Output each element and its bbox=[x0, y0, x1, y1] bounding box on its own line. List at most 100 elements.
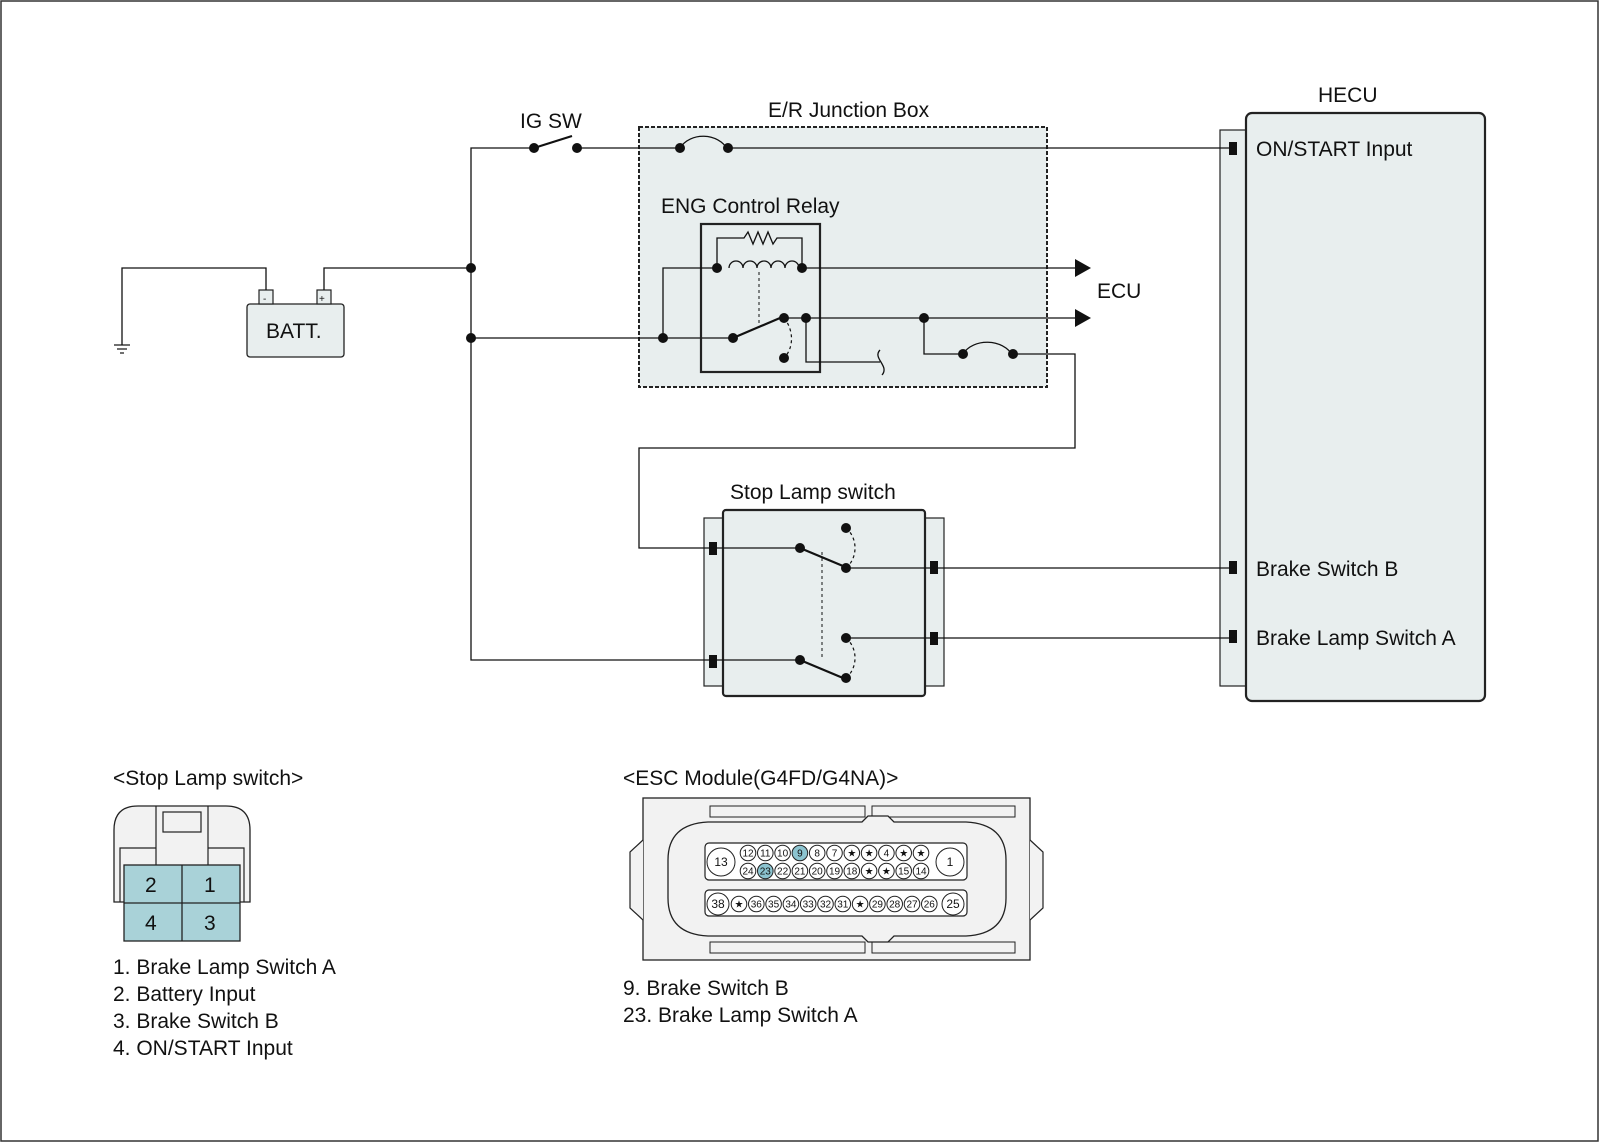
esc-pin-label: 1 bbox=[947, 855, 954, 869]
esc-pin-cavity bbox=[843, 844, 861, 862]
esc-connector-title: <ESC Module(G4FD/G4NA)> bbox=[623, 767, 898, 790]
esc-pin-cavity bbox=[935, 847, 965, 877]
esc-pin-label: 24 bbox=[742, 867, 754, 878]
esc-pin-cavity bbox=[757, 844, 774, 862]
esc-pin-cavity bbox=[826, 844, 843, 862]
esc-pin-label: 29 bbox=[872, 900, 884, 911]
esc-pin-label: 31 bbox=[837, 900, 849, 911]
esc-pin-cavity bbox=[730, 895, 748, 913]
esc-pin-cavity bbox=[808, 844, 826, 862]
esc-pin-label: ★ bbox=[899, 849, 908, 860]
esc-pin-label: 34 bbox=[785, 900, 797, 911]
esc-pin-label: 36 bbox=[751, 900, 763, 911]
junction-box-label: E/R Junction Box bbox=[768, 99, 930, 122]
esc-pin-cavity bbox=[869, 895, 886, 913]
esc-pin-label: 8 bbox=[814, 849, 820, 860]
esc-pin-label: 14 bbox=[915, 867, 927, 878]
esc-pin-cavity bbox=[765, 895, 782, 913]
esc-pin-label: 23 bbox=[760, 867, 772, 878]
esc-pin-label: 13 bbox=[714, 855, 728, 869]
slc-pin-2: 2 bbox=[145, 874, 157, 897]
junction-dots bbox=[466, 143, 1018, 683]
esc-pin-cavity bbox=[774, 862, 791, 880]
esc-pin-cavity bbox=[903, 895, 921, 913]
esc-pin-cavity bbox=[912, 862, 930, 880]
esc-pin-label: 10 bbox=[777, 849, 789, 860]
esc-pin-cavity bbox=[941, 892, 965, 916]
esc-pin-label: 12 bbox=[742, 849, 754, 860]
esc-pin-cavity bbox=[706, 892, 730, 916]
esc-pin-cavity bbox=[739, 862, 757, 880]
esc-pin-cavity bbox=[921, 895, 938, 913]
battery-negative-terminal: - bbox=[263, 294, 266, 305]
hecu-pin-on-start: ON/START Input bbox=[1256, 138, 1413, 161]
slc-legend-4: 4. ON/START Input bbox=[113, 1037, 293, 1060]
slc-legend-3: 3. Brake Switch B bbox=[113, 1010, 279, 1033]
esc-pin-cavity bbox=[834, 895, 852, 913]
esc-pin-cavity bbox=[895, 862, 913, 880]
battery-positive-terminal: + bbox=[319, 294, 325, 305]
esc-legend-9: 9. Brake Switch B bbox=[623, 977, 789, 1000]
eng-control-relay bbox=[699, 222, 822, 374]
esc-pin-label: ★ bbox=[882, 867, 891, 878]
esc-pin-cavity bbox=[757, 862, 774, 880]
esc-pin-label: 33 bbox=[803, 900, 815, 911]
esc-pin-label: 11 bbox=[760, 849, 771, 860]
esc-pin-cavity bbox=[791, 862, 809, 880]
esc-pin-cavity bbox=[895, 844, 913, 862]
esc-pin-label: 21 bbox=[794, 867, 806, 878]
esc-pin-cavity bbox=[886, 895, 904, 913]
esc-pin-label: 7 bbox=[832, 849, 838, 860]
stop-lamp-switch-label: Stop Lamp switch bbox=[730, 481, 896, 504]
esc-pin-label: ★ bbox=[865, 849, 874, 860]
esc-pin-cavity bbox=[878, 844, 895, 862]
esc-pin-cavity bbox=[739, 844, 757, 862]
esc-pin-cavity bbox=[878, 862, 895, 880]
esc-pin-label: 20 bbox=[812, 867, 824, 878]
esc-pin-label: 26 bbox=[924, 900, 936, 911]
slc-pin-4: 4 bbox=[145, 912, 157, 935]
esc-pin-label: 35 bbox=[768, 900, 780, 911]
hecu-pin-brake-switch-b: Brake Switch B bbox=[1256, 558, 1398, 581]
esc-pin-label: ★ bbox=[847, 849, 856, 860]
hecu-module: HECU ON/START Input Brake Switch B Brake… bbox=[1219, 84, 1487, 703]
esc-pin-cavity bbox=[860, 844, 878, 862]
esc-pin-label: 19 bbox=[829, 867, 841, 878]
slc-pin-3: 3 bbox=[204, 912, 216, 935]
esc-pin-label: 9 bbox=[797, 849, 803, 860]
stop-lamp-switch: Stop Lamp switch bbox=[703, 481, 945, 698]
battery: - + BATT. bbox=[246, 289, 345, 358]
esc-pin-cavity bbox=[851, 895, 869, 913]
esc-pin-cavity bbox=[774, 844, 791, 862]
esc-pin-cavity bbox=[782, 895, 800, 913]
esc-pin-cavity bbox=[748, 895, 765, 913]
ecu-label: ECU bbox=[1097, 280, 1141, 303]
slc-legend-1: 1. Brake Lamp Switch A bbox=[113, 956, 336, 979]
esc-pin-label: 18 bbox=[846, 867, 858, 878]
esc-pin-label: 27 bbox=[906, 900, 918, 911]
esc-pin-label: ★ bbox=[735, 900, 744, 911]
esc-pin-label: 38 bbox=[711, 897, 725, 911]
esc-pin-label: 28 bbox=[889, 900, 901, 911]
slc-legend-2: 2. Battery Input bbox=[113, 983, 256, 1006]
esc-pin-cavity bbox=[808, 862, 826, 880]
esc-pin-cavity bbox=[826, 862, 843, 880]
esc-pin-cavity bbox=[791, 844, 809, 862]
esc-pin-label: ★ bbox=[865, 867, 874, 878]
esc-pin-cavity bbox=[843, 862, 861, 880]
battery-label: BATT. bbox=[266, 320, 322, 343]
esc-pin-label: 15 bbox=[898, 867, 910, 878]
stop-lamp-connector: <Stop Lamp switch> 2 1 4 3 1. Brake Lamp… bbox=[113, 767, 336, 1060]
hecu-label: HECU bbox=[1318, 84, 1378, 107]
hecu-pin-brake-lamp-switch-a: Brake Lamp Switch A bbox=[1256, 627, 1456, 650]
slc-pin-1: 1 bbox=[204, 874, 216, 897]
esc-legend-23: 23. Brake Lamp Switch A bbox=[623, 1004, 858, 1027]
esc-pin-label: ★ bbox=[856, 900, 865, 911]
stop-lamp-connector-title: <Stop Lamp switch> bbox=[113, 767, 303, 790]
relay-label: ENG Control Relay bbox=[661, 195, 840, 218]
esc-pin-label: ★ bbox=[917, 849, 926, 860]
esc-pin-cavity bbox=[817, 895, 834, 913]
ig-sw-label: IG SW bbox=[520, 110, 582, 133]
